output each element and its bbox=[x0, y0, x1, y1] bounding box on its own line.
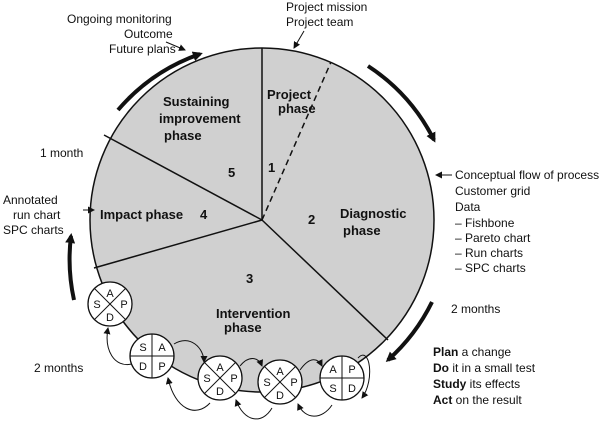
pdsa-act: Act on the result bbox=[433, 393, 522, 407]
sustaining-phase-label-2: improvement bbox=[159, 111, 241, 126]
intervention-phase-label-2: phase bbox=[224, 320, 262, 335]
tool-pareto-chart: – Pareto chart bbox=[455, 231, 531, 245]
svg-text:P: P bbox=[290, 377, 297, 389]
svg-text:A: A bbox=[106, 288, 114, 300]
note-ongoing-monitoring: Ongoing monitoring bbox=[67, 12, 172, 26]
tool-run-charts: – Run charts bbox=[455, 246, 523, 260]
arrow-cycle-top-right bbox=[366, 64, 436, 143]
svg-text:S: S bbox=[329, 383, 336, 395]
arrow-future-plans bbox=[165, 41, 186, 51]
svg-text:A: A bbox=[329, 364, 337, 376]
tool-customer-grid: Customer grid bbox=[455, 184, 530, 198]
pdsa-connector-loop-b bbox=[299, 359, 323, 371]
pdsa-cycle-2: S A D P bbox=[129, 333, 175, 379]
impact-phase-number: 4 bbox=[200, 207, 208, 222]
pdsa-connector-loop-d bbox=[239, 358, 264, 367]
note-one-month: 1 month bbox=[40, 146, 83, 160]
divider-impact-sustaining bbox=[103, 134, 263, 221]
svg-text:P: P bbox=[120, 299, 127, 311]
svg-text:S: S bbox=[93, 299, 100, 311]
pdsa-cycle-4: A P S D bbox=[257, 359, 303, 405]
pdsa-cycle-5: A P S D bbox=[319, 355, 365, 401]
pdsa-connector-4-3 bbox=[234, 399, 273, 420]
pdsa-cycle-1: A P S D bbox=[87, 281, 133, 327]
diagnostic-phase-number: 2 bbox=[308, 212, 315, 227]
note-two-months-right: 2 months bbox=[451, 302, 500, 316]
sustaining-phase-label: Sustaining bbox=[163, 94, 230, 109]
pdsa-connector-loop-a bbox=[357, 354, 371, 399]
svg-text:P: P bbox=[158, 361, 165, 373]
svg-text:D: D bbox=[139, 361, 147, 373]
arrow-cycle-bottom-right bbox=[385, 301, 434, 362]
pdsa-cycle-3: A P S D bbox=[197, 355, 243, 401]
svg-text:D: D bbox=[276, 390, 284, 402]
project-phase-label: Project bbox=[267, 87, 312, 102]
intervention-phase-number: 3 bbox=[246, 271, 253, 286]
note-spc-charts: SPC charts bbox=[3, 223, 64, 237]
tool-data: Data bbox=[455, 200, 481, 214]
pdsa-connector-loop-c bbox=[173, 340, 208, 363]
svg-text:D: D bbox=[106, 312, 114, 324]
pdsa-study: Study its effects bbox=[433, 377, 520, 391]
tool-spc-charts: – SPC charts bbox=[455, 261, 526, 275]
divider-intervention-impact bbox=[93, 219, 263, 269]
pdsa-plan: Plan a change bbox=[433, 345, 511, 359]
project-phase-label-2: phase bbox=[278, 101, 316, 116]
note-project-team: Project team bbox=[286, 15, 353, 29]
svg-text:D: D bbox=[216, 386, 224, 398]
svg-text:P: P bbox=[348, 364, 355, 376]
note-annotated: Annotated bbox=[3, 193, 58, 207]
note-two-months-left: 2 months bbox=[34, 361, 83, 375]
svg-text:A: A bbox=[216, 362, 224, 374]
intervention-phase-label: Intervention bbox=[216, 306, 290, 321]
svg-text:A: A bbox=[276, 366, 284, 378]
svg-text:D: D bbox=[348, 383, 356, 395]
arrow-cycle-left bbox=[65, 233, 76, 301]
diagnostic-phase-label: Diagnostic bbox=[340, 206, 406, 221]
pdsa-connector-2-1 bbox=[103, 327, 133, 366]
svg-text:A: A bbox=[158, 342, 166, 354]
diagnostic-phase-label-2: phase bbox=[343, 223, 381, 238]
svg-text:P: P bbox=[230, 373, 237, 385]
pdsa-connector-5-4 bbox=[297, 403, 333, 417]
note-run-chart: run chart bbox=[13, 208, 61, 222]
divider-diagnostic-intervention bbox=[261, 219, 389, 341]
svg-text:S: S bbox=[203, 373, 210, 385]
sustaining-phase-number: 5 bbox=[228, 165, 235, 180]
tool-fishbone: – Fishbone bbox=[455, 216, 515, 230]
sustaining-phase-label-3: phase bbox=[164, 128, 202, 143]
pdsa-connector-3-2 bbox=[165, 377, 211, 411]
pdsa-do: Do it in a small test bbox=[433, 361, 536, 375]
tool-conceptual-flow: Conceptual flow of process bbox=[455, 168, 599, 182]
svg-text:S: S bbox=[263, 377, 270, 389]
impact-phase-label: Impact phase bbox=[100, 207, 183, 222]
note-project-mission: Project mission bbox=[286, 0, 367, 14]
note-outcome: Outcome bbox=[124, 27, 173, 41]
arrow-cycle-top-left bbox=[116, 51, 203, 112]
divider-project-diagnostic bbox=[261, 61, 332, 221]
project-phase-number: 1 bbox=[268, 160, 275, 175]
arrow-project-mission bbox=[293, 30, 305, 49]
note-future-plans: Future plans bbox=[109, 42, 176, 56]
svg-text:S: S bbox=[139, 342, 146, 354]
